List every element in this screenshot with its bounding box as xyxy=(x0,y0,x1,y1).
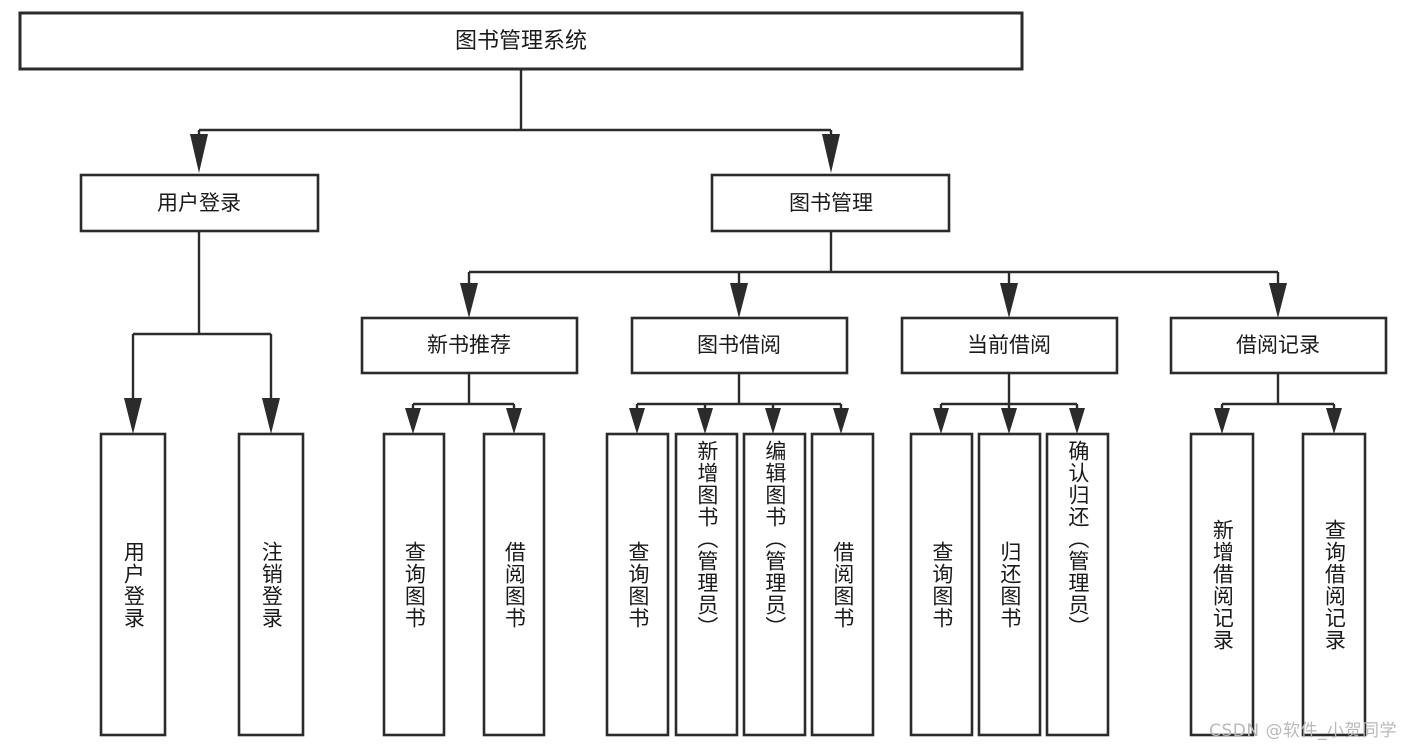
leaf-query-book-2-box[interactable] xyxy=(605,432,670,737)
node-user-login-label: 用户登录 xyxy=(157,191,241,215)
watermark: CSDN @软件_小贺同学 xyxy=(1209,721,1397,741)
node-current-borrow-label: 当前借阅 xyxy=(967,333,1051,357)
arrowhead-new-book-recommend xyxy=(460,283,478,318)
node-new-book-recommend[interactable]: 新书推荐 xyxy=(360,316,579,375)
node-new-book-recommend-box[interactable] xyxy=(360,316,579,375)
leaf-query-record-box[interactable] xyxy=(1301,432,1367,737)
node-book-borrow[interactable]: 图书借阅 xyxy=(630,316,849,375)
node-user-login-box[interactable] xyxy=(79,173,320,233)
arrowhead-leaf-return-book xyxy=(1001,408,1017,434)
arrowhead-leaf-borrow-book-2 xyxy=(833,408,849,434)
arrowhead-leaf-confirm-return xyxy=(1069,408,1085,434)
arrowhead-book-borrow xyxy=(730,283,748,318)
leaf-edit-book-box[interactable] xyxy=(742,432,807,737)
arrowhead-leaf-query-book-1 xyxy=(405,408,421,434)
leaf-boxes xyxy=(99,432,1367,737)
node-new-book-recommend-label: 新书推荐 xyxy=(427,333,511,357)
node-user-login[interactable]: 用户登录 xyxy=(79,173,320,233)
arrowhead-user-login xyxy=(190,134,208,173)
arrowhead-leaf-query-book-3 xyxy=(933,408,949,434)
arrowhead-leaf-edit-book xyxy=(765,408,781,434)
arrowhead-current-borrow xyxy=(1000,283,1018,318)
leaf-borrow-book-2-box[interactable] xyxy=(810,432,875,737)
node-book-management[interactable]: 图书管理 xyxy=(710,173,951,233)
node-root-label: 图书管理系统 xyxy=(455,29,587,54)
arrowhead-leaf-query-record xyxy=(1326,408,1342,434)
node-current-borrow[interactable]: 当前借阅 xyxy=(900,316,1119,375)
node-book-management-label: 图书管理 xyxy=(789,191,873,215)
node-book-borrow-label: 图书借阅 xyxy=(697,333,781,357)
arrowhead-leaf-user-login xyxy=(124,398,142,434)
arrowhead-leaf-add-book xyxy=(697,408,713,434)
leaf-user-login-box[interactable] xyxy=(99,432,167,737)
leaf-add-book-box[interactable] xyxy=(674,432,739,737)
connectors xyxy=(124,69,1342,434)
leaf-return-book-box[interactable] xyxy=(977,432,1042,737)
node-root-box[interactable] xyxy=(18,11,1024,71)
arrowhead-leaf-borrow-book-1 xyxy=(506,408,522,434)
arrowhead-borrow-record xyxy=(1269,283,1287,318)
node-borrow-record[interactable]: 借阅记录 xyxy=(1169,316,1388,375)
node-borrow-record-label: 借阅记录 xyxy=(1236,333,1320,357)
arrowhead-leaf-query-book-2 xyxy=(629,408,645,434)
arrowhead-leaf-add-record xyxy=(1214,408,1230,434)
node-current-borrow-box[interactable] xyxy=(900,316,1119,375)
node-book-borrow-box[interactable] xyxy=(630,316,849,375)
leaf-add-record-box[interactable] xyxy=(1189,432,1255,737)
leaf-confirm-return-box[interactable] xyxy=(1045,432,1110,737)
arrowhead-leaf-logout xyxy=(262,398,280,434)
leaf-logout-box[interactable] xyxy=(237,432,305,737)
leaf-borrow-book-1-box[interactable] xyxy=(482,432,546,737)
leaf-query-book-1-box[interactable] xyxy=(382,432,446,737)
arrowhead-book-management xyxy=(822,134,840,173)
node-borrow-record-box[interactable] xyxy=(1169,316,1388,375)
node-book-management-box[interactable] xyxy=(710,173,951,233)
node-root[interactable]: 图书管理系统 xyxy=(18,11,1024,71)
leaf-query-book-3-box[interactable] xyxy=(909,432,974,737)
